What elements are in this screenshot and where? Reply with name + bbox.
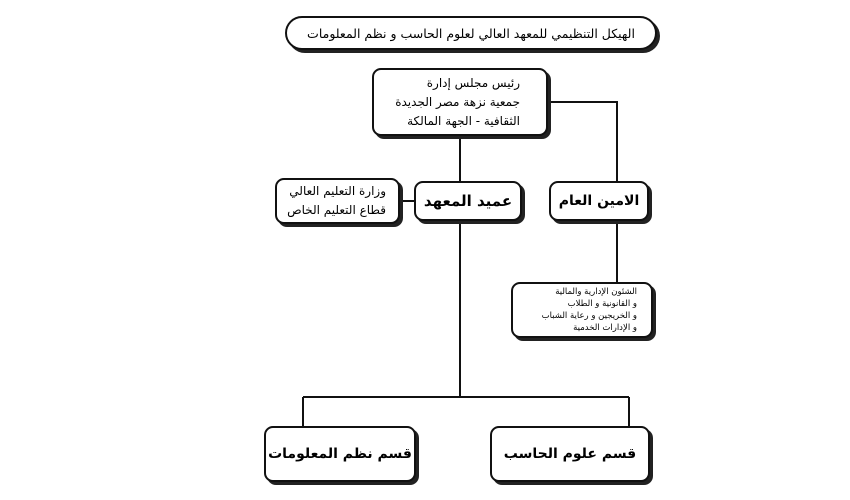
ministry-line-2: قطاع التعليم الخاص <box>287 203 386 217</box>
affairs-line-3: و الخريجين و رعاية الشباب <box>541 311 637 321</box>
chairman-box: رئيس مجلس إدارة جمعية نزهة مصر الجديدة ا… <box>372 68 548 136</box>
dean-box: عميد المعهد <box>414 181 522 221</box>
connector-chair-to-secretary <box>548 101 618 181</box>
chart-title-text: الهيكل التنظيمي للمعهد العالي لعلوم الحا… <box>307 25 635 41</box>
secretary-general-box: الامين العام <box>549 181 649 221</box>
computer-science-dept-label: قسم علوم الحاسب <box>503 446 637 462</box>
ministry-box: وزارة التعليم العالي قطاع التعليم الخاص <box>275 178 400 224</box>
computer-science-dept-box: قسم علوم الحاسب <box>490 426 650 482</box>
information-systems-dept-box: قسم نظم المعلومات <box>264 426 416 482</box>
affairs-line-4: و الإدارات الخدمية <box>573 323 637 333</box>
affairs-line-2: و القانونية و الطلاب <box>567 299 637 309</box>
ministry-line-1: وزارة التعليم العالي <box>289 184 386 198</box>
affairs-box: الشئون الإدارية والمالية و القانونية و ا… <box>511 282 653 338</box>
chart-title: الهيكل التنظيمي للمعهد العالي لعلوم الحا… <box>285 16 657 50</box>
secretary-general-label: الامين العام <box>558 193 640 209</box>
information-systems-dept-label: قسم نظم المعلومات <box>268 446 412 462</box>
affairs-line-1: الشئون الإدارية والمالية <box>555 287 637 297</box>
chairman-line-2: جمعية نزهة مصر الجديدة <box>395 94 520 109</box>
chairman-line-1: رئيس مجلس إدارة <box>426 75 520 90</box>
chairman-line-3: الثقافية - الجهة المالكة <box>407 113 520 128</box>
dean-label: عميد المعهد <box>423 192 513 210</box>
